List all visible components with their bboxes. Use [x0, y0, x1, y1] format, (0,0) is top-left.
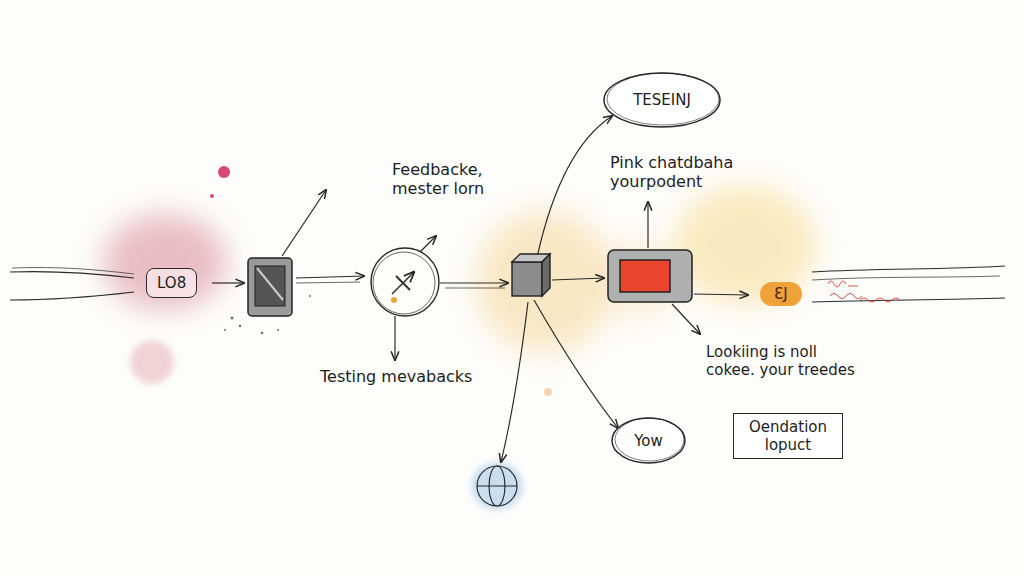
orange-blob: ƐJ: [760, 282, 802, 306]
cube-icon: [512, 254, 550, 296]
handwritten-note: Pink chatdbaha yourpodent: [610, 153, 760, 191]
monitor-icon: [248, 258, 292, 316]
note-box: Oendation lopuct: [733, 413, 843, 459]
scribble: [828, 281, 900, 302]
gauge-icon: [371, 248, 439, 316]
node-text: LO8: [157, 274, 186, 292]
watercolor-wash: [103, 166, 817, 510]
handwritten-note: Lookiing is noll cokee. your treedes: [706, 343, 856, 379]
oval-node: TESEINJ: [603, 72, 721, 128]
node-text: TESEINJ: [633, 91, 691, 109]
node-text: Yow: [634, 432, 663, 450]
handwritten-note: Testing mevabacks: [320, 367, 540, 386]
process-box: LO8: [146, 268, 197, 298]
handwritten-note: Feedbacke, mester lorn: [392, 160, 512, 198]
globe-icon: [477, 466, 517, 506]
node-text: Oendation lopuct: [742, 418, 834, 454]
screen-icon: [608, 250, 692, 302]
node-text: ƐJ: [774, 285, 788, 303]
flow-line: [10, 116, 1005, 462]
oval-node: Yow: [611, 417, 686, 464]
